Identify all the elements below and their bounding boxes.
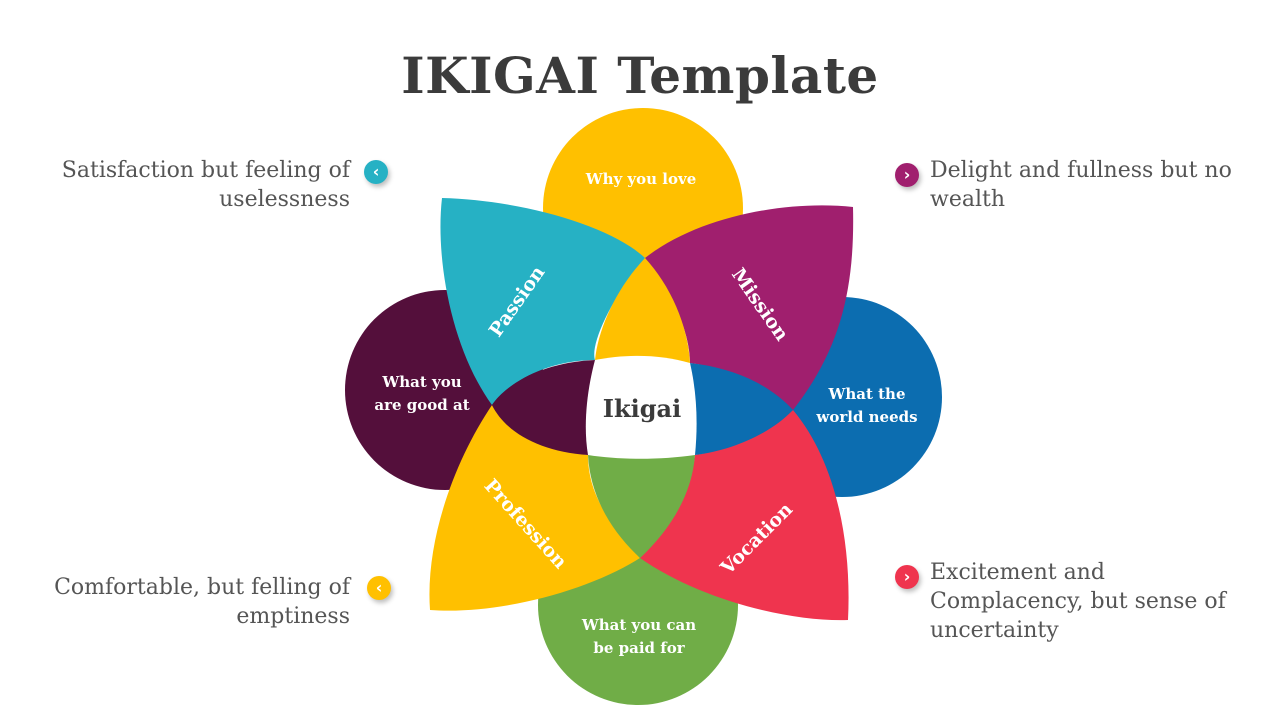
- description-bottom-right: Excitement and Complacency, but sense of…: [930, 558, 1250, 645]
- description-line: Delight and fullness but no: [930, 158, 1232, 183]
- description-line: uncertainty: [930, 618, 1059, 643]
- description-line: Complacency, but sense of: [930, 589, 1226, 614]
- description-line: Satisfaction but feeling of: [61, 158, 350, 183]
- description-line: Excitement and: [930, 560, 1105, 585]
- petal-vocation: [640, 410, 849, 621]
- description-line: emptiness: [236, 604, 350, 629]
- inner-world-needs-segment: [690, 363, 793, 455]
- description-top-left: Satisfaction but feeling of uselessness: [40, 156, 350, 214]
- chevron-right-icon: ›: [895, 163, 919, 187]
- ikigai-center: [585, 355, 697, 459]
- page-title: IKIGAI Template: [401, 46, 879, 105]
- label-paid-for-line-1: What you can: [581, 616, 696, 634]
- inner-paid-for-segment: [588, 455, 695, 558]
- description-bottom-left: Comfortable, but felling of emptiness: [40, 573, 350, 631]
- inner-good-at-segment: [492, 360, 595, 455]
- description-line: uselessness: [219, 187, 350, 212]
- petal-profession: [429, 405, 640, 611]
- chevron-right-icon: ›: [895, 565, 919, 589]
- label-paid-for-line-2: be paid for: [593, 639, 685, 657]
- label-why-you-love: Why you love: [585, 170, 697, 188]
- inner-love-segment: [595, 258, 690, 363]
- description-line: wealth: [930, 187, 1006, 212]
- label-world-needs-line-1: What the: [828, 385, 906, 403]
- label-world-needs-line-2: world needs: [815, 408, 917, 426]
- label-good-at-line-1: What you: [381, 373, 461, 391]
- chevron-left-icon: ‹: [367, 576, 391, 600]
- petal-passion: [440, 198, 645, 405]
- description-line: Comfortable, but felling of: [54, 575, 350, 600]
- center-label: Ikigai: [603, 394, 681, 423]
- description-top-right: Delight and fullness but no wealth: [930, 156, 1250, 214]
- label-good-at-line-2: are good at: [374, 396, 469, 414]
- chevron-left-icon: ‹: [364, 160, 388, 184]
- petal-mission: [645, 205, 854, 410]
